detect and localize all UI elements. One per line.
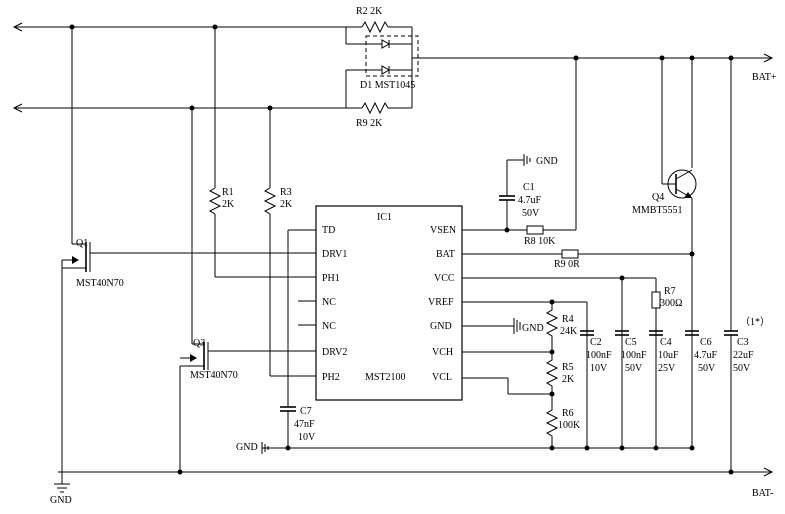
gnd-bottom-label: GND [236, 442, 258, 453]
bat-r9-link [462, 249, 695, 259]
bat-minus-label: BAT- [752, 488, 773, 499]
ic-pin-gnd: GND [430, 321, 452, 332]
c3-value-label: 22uF [733, 350, 754, 361]
ic-pin-vcl: VCL [432, 372, 452, 383]
r2-d1-r9-block [345, 20, 419, 115]
top-input-rail [12, 22, 346, 32]
c4-value-label: 10uF [658, 350, 679, 361]
ic1-chip [280, 205, 463, 448]
r5-ref-label: R5 [562, 362, 574, 373]
r3-value-label: 2K [280, 199, 293, 210]
r9-bat-label: R9 0R [554, 259, 580, 270]
c5-voltage-label: 50V [625, 363, 643, 374]
c6-value-label: 4.7uF [694, 350, 718, 361]
q3-ref-label: Q3 [193, 338, 205, 349]
gnd-c1-label: GND [536, 156, 558, 167]
bottom-gnd-bus [261, 442, 695, 454]
c2-ref-label: C2 [590, 337, 602, 348]
c5-ref-label: C5 [625, 337, 637, 348]
q1-mosfet [61, 24, 316, 484]
c4-ref-label: C4 [660, 337, 672, 348]
c1-ref-label: C1 [523, 182, 535, 193]
r8-label: R8 10K [524, 236, 556, 247]
ic-pin-vsen: VSEN [430, 225, 456, 236]
bat-plus-rail [412, 53, 774, 63]
ic-pin-td: TD [322, 225, 335, 236]
r4-ref-label: R4 [562, 314, 574, 325]
gnd-ic-label: GND [522, 323, 544, 334]
ic1-ref-label: IC1 [377, 212, 392, 223]
q4-part-label: MMBT5551 [632, 205, 683, 216]
r6-ref-label: R6 [562, 408, 574, 419]
c3-ref-label: C3 [737, 337, 749, 348]
r3-resistor [263, 105, 316, 377]
r2-label: R2 2K [356, 6, 383, 17]
ic-pin-vcc: VCC [434, 273, 455, 284]
r1-value-label: 2K [222, 199, 235, 210]
ic-pin-nc-2: NC [322, 321, 336, 332]
bat-plus-label: BAT+ [752, 72, 777, 83]
q3-part-label: MST40N70 [190, 370, 238, 381]
r6-value-label: 100K [558, 420, 581, 431]
c1-voltage-label: 50V [522, 208, 540, 219]
r7-ref-label: R7 [664, 286, 676, 297]
ic-pin-drv1: DRV1 [322, 249, 347, 260]
capacitor-bank [580, 55, 738, 475]
vcc-network [462, 275, 661, 448]
gnd-left-label: GND [50, 495, 72, 506]
ic1-part-label: MST2100 [365, 372, 406, 383]
q1-part-label: MST40N70 [76, 278, 124, 289]
q3-mosfet [177, 105, 316, 475]
c6-voltage-label: 50V [698, 363, 716, 374]
ic-pin-bat: BAT [436, 249, 455, 260]
vref-divider-network [462, 299, 588, 448]
ic-pin-drv2: DRV2 [322, 347, 347, 358]
r5-value-label: 2K [562, 374, 575, 385]
c5-value-label: 100nF [621, 350, 647, 361]
r9-top-label: R9 2K [356, 118, 383, 129]
ic-pin-vref: VREF [428, 297, 454, 308]
ic-pin-nc-1: NC [322, 297, 336, 308]
gnd-left-symbol [54, 483, 70, 493]
r3-ref-label: R3 [280, 187, 292, 198]
c1-value-label: 4.7uF [518, 195, 542, 206]
second-input-rail [12, 103, 346, 113]
r1-ref-label: R1 [222, 187, 234, 198]
d1-dual-diode-package [365, 35, 419, 77]
ic-pin-ph1: PH1 [322, 273, 340, 284]
ic-pin-ph2: PH2 [322, 372, 340, 383]
vsen-c1-r8-network [462, 55, 579, 235]
q1-ref-label: Q1 [76, 238, 88, 249]
r4-value-label: 24K [560, 326, 578, 337]
c3-voltage-label: 50V [733, 363, 751, 374]
c7-value-label: 47nF [294, 419, 315, 430]
q4-transistor [659, 55, 697, 448]
bat-minus-rail [58, 467, 774, 477]
c3-note-label: （1*） [740, 316, 770, 328]
c4-voltage-label: 25V [658, 363, 676, 374]
c2-voltage-label: 10V [590, 363, 608, 374]
r7-value-label: 300Ω [660, 298, 682, 309]
ic-pin-vch: VCH [432, 347, 453, 358]
r1-resistor [208, 24, 316, 278]
d1-label: D1 MST1045 [360, 80, 415, 91]
q4-ref-label: Q4 [652, 192, 664, 203]
c2-value-label: 100nF [586, 350, 612, 361]
c7-voltage-label: 10V [298, 432, 316, 443]
c7-ref-label: C7 [300, 406, 312, 417]
c6-ref-label: C6 [700, 337, 712, 348]
